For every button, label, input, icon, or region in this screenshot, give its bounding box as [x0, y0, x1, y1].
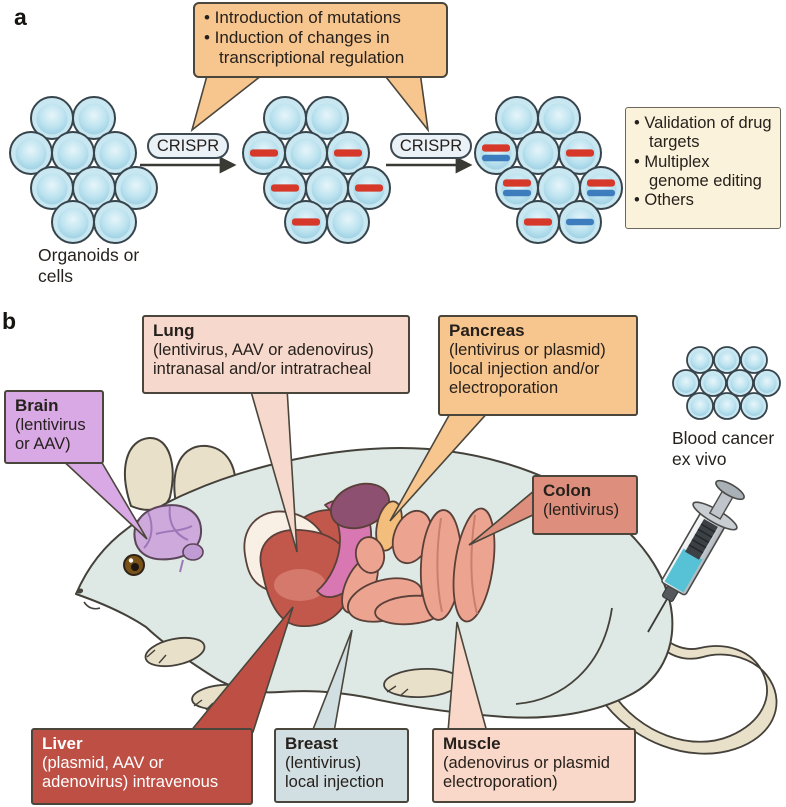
organoid-cluster-multiplex [474, 96, 623, 244]
outcomes-box: • Validation of drug targets • Multiplex… [625, 107, 781, 229]
organ-box-title: Liver [42, 734, 83, 753]
organ-box-title: Lung [153, 321, 195, 340]
spleen-organ [330, 482, 390, 530]
callout-tail-right [380, 71, 430, 133]
syringe-needle [647, 596, 669, 633]
organoid-cluster-edited [242, 96, 391, 244]
mouse-ear-left [123, 436, 174, 511]
callout-tail-left [190, 71, 269, 133]
crispr-pill-2: CRISPR [390, 133, 472, 159]
syringe-icon [647, 479, 745, 633]
blood-cancer-caption: Blood cancer ex vivo [672, 428, 775, 469]
mouse-mouth [83, 601, 101, 610]
crispr-pill-1: CRISPR [147, 133, 229, 159]
panel-b-artwork [55, 346, 781, 755]
outcome-bullet: • Validation of drug targets [634, 114, 772, 152]
organoids-caption: Organoids or cells [38, 245, 140, 286]
organ-box-detail: (lentivirus) [543, 500, 620, 519]
mouse-haunch-line [515, 607, 613, 705]
syringe-liquid [664, 548, 703, 593]
paw-toes-3 [386, 685, 409, 697]
mouse-eye [123, 554, 145, 576]
panel-a-label: a [14, 4, 27, 30]
outcome-bullet: • Others [634, 191, 694, 210]
organ-box-detail: (lentivirus, AAV or adenovirus) intranas… [153, 340, 374, 379]
liver-highlight [274, 569, 326, 601]
organ-box-detail: (lentivirus or plasmid) local injection … [449, 340, 606, 398]
organ-box-breast: Breast (lentivirus) local injection [274, 728, 409, 803]
organ-box-muscle: Muscle (adenovirus or plasmid electropor… [432, 728, 636, 803]
organ-box-detail: (lentivirus or AAV) [15, 415, 86, 454]
syringe-thumb-rest [715, 479, 745, 501]
mouse-front-paw-1 [144, 636, 206, 668]
mouse-nose [76, 588, 84, 594]
blood-cell-cluster [672, 346, 781, 420]
panel-b-label: b [2, 308, 17, 334]
crispr-callout-box: • Introduction of mutations • Induction … [193, 2, 448, 78]
organ-box-detail: (plasmid, AAV or adenovirus) intravenous [42, 753, 219, 792]
brain-organ [133, 504, 204, 573]
organ-box-title: Brain [15, 396, 59, 415]
organ-box-colon: Colon (lentivirus) [532, 475, 638, 535]
colon-fold-line-1 [436, 517, 443, 613]
organ-box-liver: Liver (plasmid, AAV or adenovirus) intra… [31, 728, 253, 805]
colon-fold-line-2 [470, 514, 478, 615]
organ-box-title: Muscle [443, 734, 501, 753]
callout-bullet: • Induction of changes in transcriptiona… [204, 27, 405, 67]
paw-toes-1 [146, 649, 167, 664]
organ-box-pancreas: Pancreas (lentivirus or plasmid) local i… [438, 315, 638, 416]
organ-box-title: Colon [543, 481, 592, 500]
outcome-bullet: • Multiplex genome editing [634, 152, 762, 190]
organ-box-detail: (adenovirus or plasmid electroporation) [443, 753, 610, 792]
organ-box-title: Breast [285, 734, 338, 753]
organ-box-lung: Lung (lentivirus, AAV or adenovirus) int… [142, 315, 410, 394]
organ-box-brain: Brain (lentivirus or AAV) [4, 390, 104, 464]
organoid-cluster-initial [9, 96, 158, 244]
callout-bullet: • Introduction of mutations [204, 8, 401, 27]
panel-a-artwork [9, 71, 623, 244]
organ-box-detail: (lentivirus) local injection [285, 753, 385, 792]
paw-toes-2 [193, 699, 214, 711]
organ-callout-tails [55, 387, 536, 733]
organ-box-title: Pancreas [449, 321, 525, 340]
